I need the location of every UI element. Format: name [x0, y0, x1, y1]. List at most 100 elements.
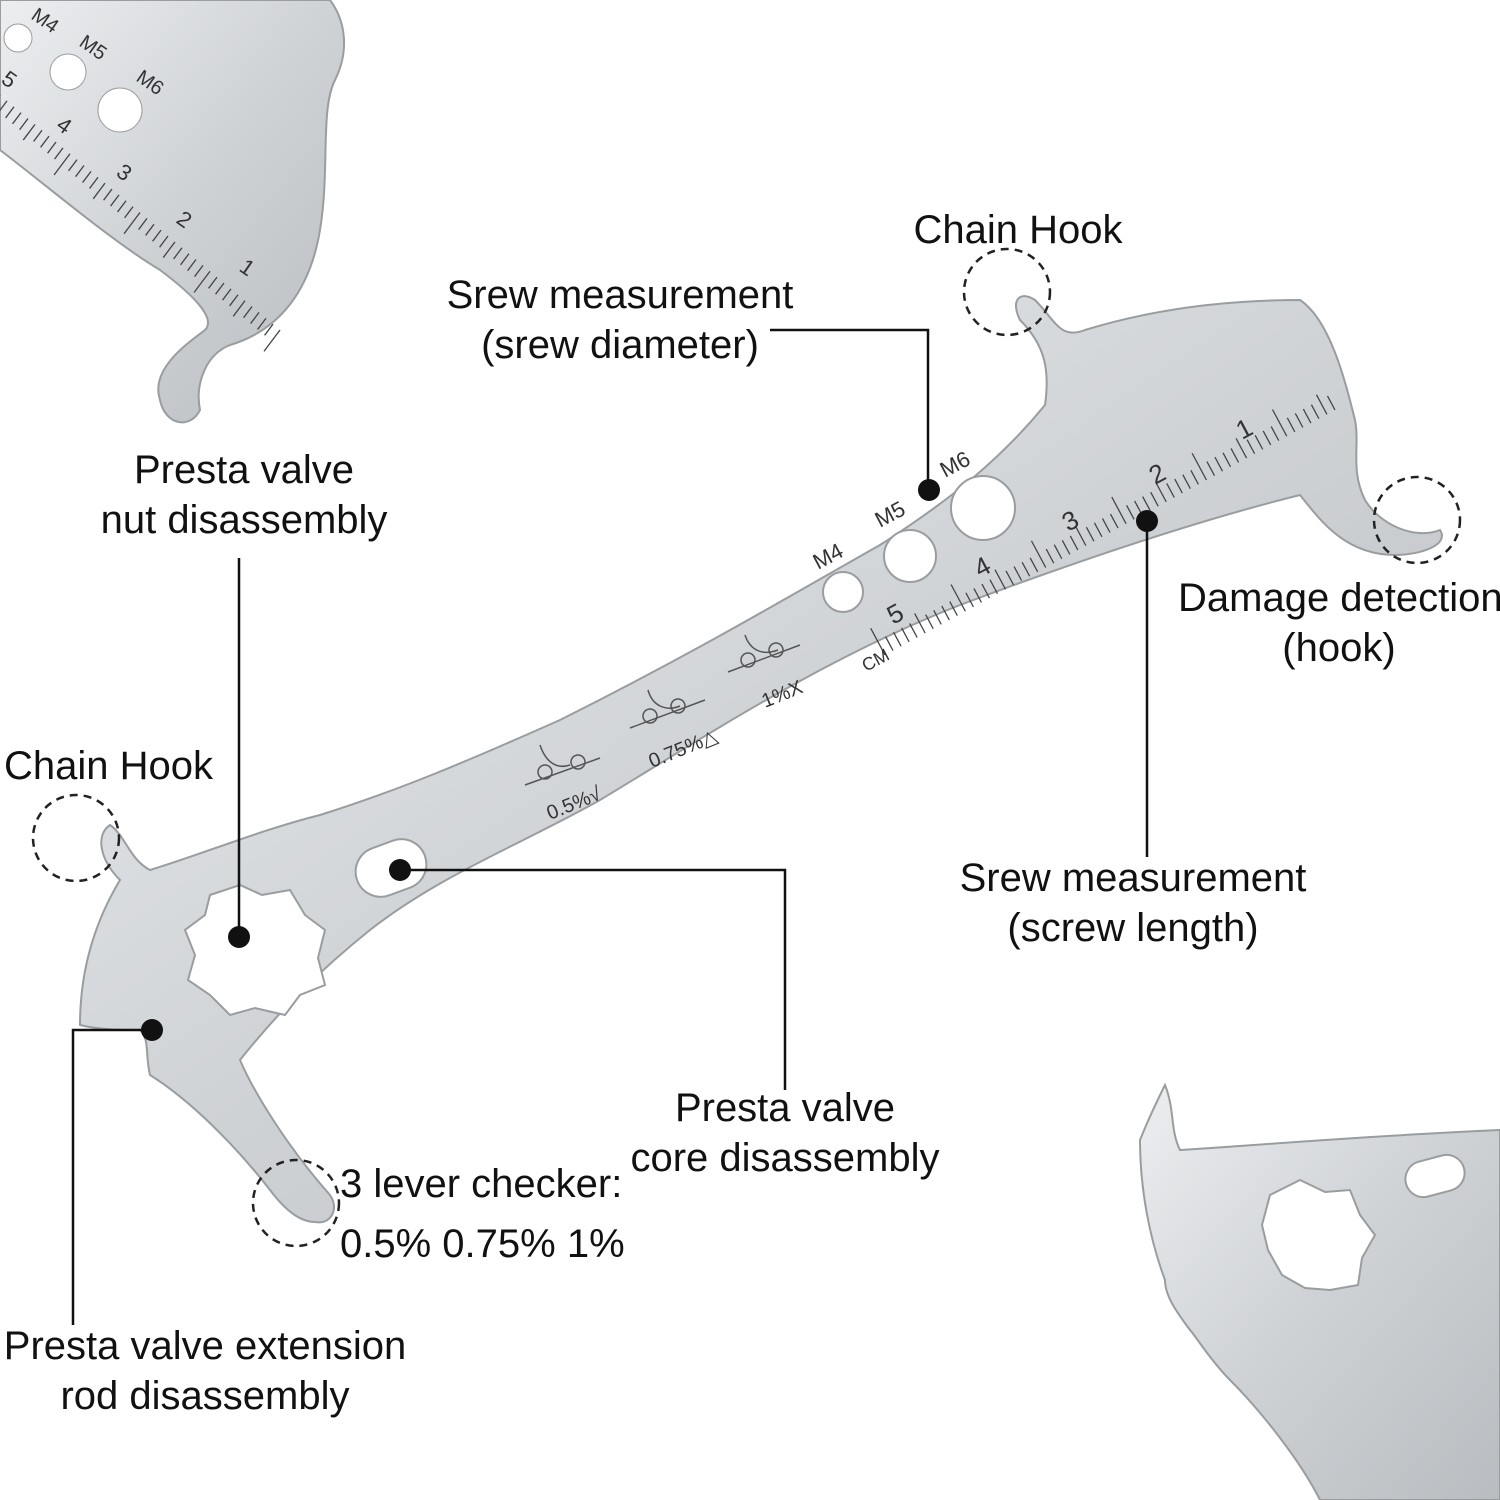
ruler-tick — [1222, 452, 1232, 468]
ruler-tick — [138, 217, 148, 230]
ruler-tick — [173, 247, 183, 260]
ruler-tick — [1182, 474, 1191, 490]
ruler-tick — [892, 631, 902, 647]
ruler-tick — [1111, 496, 1127, 525]
ruler-tick — [1155, 481, 1167, 503]
label-m6: M6 — [936, 446, 975, 482]
checker-icon-1 — [727, 634, 801, 673]
callout-circle-damage-hook — [1372, 475, 1462, 565]
ruler-tick — [263, 329, 281, 352]
ruler-tick — [989, 579, 999, 595]
ruler-tick — [193, 270, 211, 293]
ruler-tick — [994, 569, 1007, 590]
hole-m5 — [883, 529, 937, 583]
label-presta-core-line1: Presta valve — [674, 1086, 896, 1130]
ruler-tick — [1254, 434, 1264, 450]
ruler-tick — [33, 129, 43, 142]
ruler-tick — [949, 601, 958, 616]
ruler-tick — [40, 135, 50, 148]
label-screw-diameter-line2: (srew diameter) — [481, 323, 759, 367]
label-damage-detection-line1: Damage detection — [1178, 576, 1500, 620]
ruler-tick — [250, 311, 260, 324]
ruler-tick — [243, 306, 253, 319]
label-presta-nut-line2: nut disassembly — [100, 498, 388, 542]
label-screw-length-line1: Srew measurement — [959, 856, 1307, 900]
ruler-tick — [1029, 557, 1039, 573]
ruler-tick — [159, 235, 169, 248]
inset-hole-m6 — [97, 87, 143, 133]
ruler-tick — [1085, 526, 1095, 542]
ruler-tick — [1101, 518, 1111, 533]
dot-presta-core — [389, 859, 411, 881]
inset-core-hole — [1404, 1153, 1466, 1199]
ruler-tick — [1021, 561, 1031, 577]
ruler-tick — [162, 241, 176, 258]
ruler-tick — [103, 188, 113, 201]
ruler-tick — [901, 627, 910, 643]
ruler-tick — [1013, 566, 1023, 581]
ruler-tick — [208, 276, 218, 289]
label-screw-length: Srew measurement (screw length) — [950, 853, 1316, 953]
ruler-tick — [187, 259, 197, 272]
label-damage-detection: Damage detection (hook) — [1178, 573, 1500, 673]
leader-presta-extension — [71, 1028, 152, 1325]
ruler-tick — [68, 159, 78, 172]
label-chain-hook-left: Chain Hook — [4, 744, 214, 788]
ruler-tick — [82, 170, 92, 183]
label-screw-diameter: Srew measurement (srew diameter) — [430, 270, 810, 370]
ruler-tick — [925, 614, 934, 630]
ruler-tick — [870, 627, 886, 656]
label-presta-nut-line1: Presta valve — [133, 448, 355, 492]
hole-m6 — [950, 475, 1016, 541]
gear-cutout — [183, 883, 327, 1017]
ruler-tick — [53, 153, 71, 176]
ruler-tick — [1126, 504, 1135, 520]
label-m5: M5 — [871, 496, 910, 532]
ruler-tick — [1286, 417, 1296, 433]
ruler-tick — [1235, 438, 1248, 459]
ruler-tick — [1310, 404, 1320, 420]
label-presta-core: Presta valve core disassembly — [620, 1083, 950, 1183]
inset-gear-cutout — [1260, 1178, 1377, 1292]
ruler-tick — [1230, 448, 1240, 463]
ruler-tick — [145, 223, 155, 236]
ruler-tick — [884, 636, 894, 651]
label-lever-checker-line2: 0.5% 0.75% 1% — [340, 1222, 625, 1266]
ruler-tick — [1262, 430, 1272, 446]
ruler-tick — [0, 100, 8, 112]
ruler-tick — [1109, 513, 1119, 529]
dot-screw-length — [1136, 510, 1158, 532]
ruler-tick — [914, 613, 926, 634]
label-presta-extension-line1: Presta valve extension — [3, 1324, 407, 1368]
dot-presta-extension — [141, 1019, 163, 1041]
callout-circle-lever — [251, 1158, 341, 1248]
ruler-tick — [981, 583, 991, 599]
ruler-tick — [1302, 408, 1312, 424]
ruler-tick — [1142, 496, 1151, 511]
label-screw-diameter-line1: Srew measurement — [446, 273, 794, 317]
ruler-tick — [264, 323, 274, 336]
ruler-tick — [117, 200, 127, 213]
ruler-tick — [19, 118, 29, 131]
ruler-tick — [1326, 395, 1336, 411]
leader-lines — [71, 328, 1149, 1325]
ruler-tick — [22, 123, 36, 141]
ruler-tick — [941, 605, 950, 621]
ruler-tick — [1206, 461, 1216, 476]
callout-circle-chain-hook-top — [962, 247, 1052, 337]
label-screw-length-line2: (screw length) — [1007, 906, 1259, 950]
ruler-tick — [1214, 456, 1224, 472]
ruler-tick — [1191, 452, 1208, 481]
ruler-tick — [1246, 439, 1256, 455]
leader-presta-core — [400, 868, 787, 1090]
ruler-tick — [75, 165, 85, 178]
ruler-tick — [1045, 548, 1055, 564]
ruler-tick — [1061, 539, 1071, 555]
label-damage-detection-line2: (hook) — [1282, 626, 1396, 670]
leader-screw-diameter — [770, 328, 930, 490]
ruler-tick — [92, 182, 106, 200]
ruler-tick — [973, 588, 983, 603]
dot-screw-diameter — [918, 479, 940, 501]
